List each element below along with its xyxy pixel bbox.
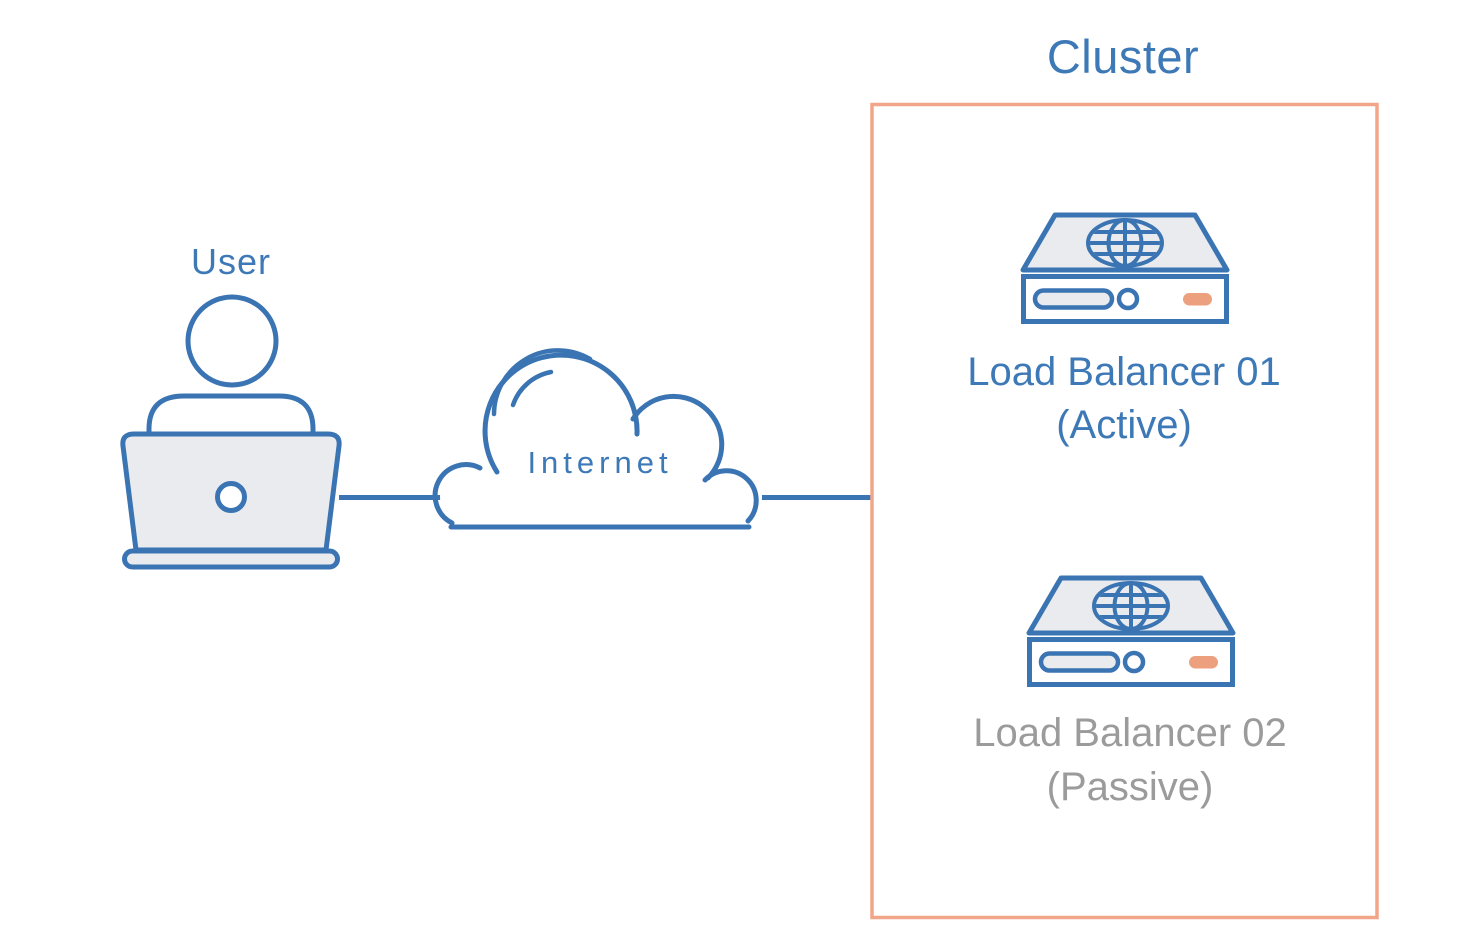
load-balancer-01-icon xyxy=(1023,215,1227,322)
load-balancer-02-icon xyxy=(1029,578,1233,685)
cloud-shine-arcs xyxy=(491,348,593,417)
laptop-base xyxy=(122,548,340,570)
cluster-title: Cluster xyxy=(1046,30,1200,84)
person-at-laptop-icon xyxy=(120,294,342,570)
laptop-logo xyxy=(215,481,247,513)
load-balancer-01-name: Load Balancer 01 xyxy=(967,350,1281,394)
load-balancer-01-state: (Active) xyxy=(1056,403,1192,447)
cloud-icon xyxy=(432,348,762,530)
load-balancer-02-name: Load Balancer 02 xyxy=(973,711,1287,755)
internet-label: Internet xyxy=(527,444,673,480)
user-shoulders xyxy=(146,393,316,438)
cluster-box xyxy=(870,102,1379,920)
user-head xyxy=(185,294,279,388)
user-label: User xyxy=(190,241,272,283)
cloud-outline xyxy=(432,352,759,530)
load-balancer-02-state: (Passive) xyxy=(1046,765,1214,809)
